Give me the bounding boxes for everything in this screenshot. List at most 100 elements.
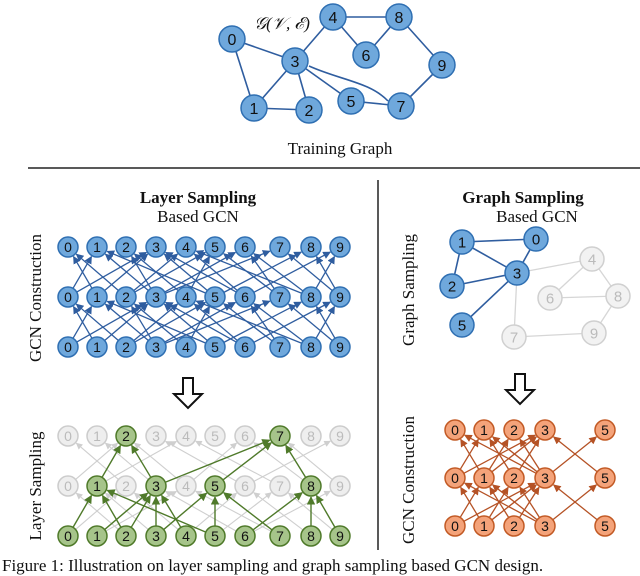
- svg-text:6: 6: [241, 339, 249, 355]
- gcn-node-2: 2: [503, 419, 525, 441]
- sampled-edge: [315, 494, 336, 528]
- gcn-node-1: 1: [473, 467, 495, 489]
- svg-text:6: 6: [362, 48, 371, 65]
- gcn-edge: [492, 484, 538, 521]
- svg-text:4: 4: [182, 478, 190, 494]
- graph-node-1: 1: [240, 94, 268, 122]
- svg-text:5: 5: [458, 317, 466, 334]
- svg-text:0: 0: [64, 478, 72, 494]
- svg-text:5: 5: [211, 289, 219, 305]
- svg-text:6: 6: [241, 428, 249, 444]
- sampled-node-2: 2: [115, 475, 137, 497]
- gcn-node-6: 6: [234, 336, 256, 358]
- faded-edge: [165, 440, 237, 482]
- sampled-edge: [222, 442, 272, 481]
- svg-text:2: 2: [122, 239, 130, 255]
- svg-text:5: 5: [347, 94, 356, 111]
- sampled-node-9: 9: [329, 425, 351, 447]
- svg-text:9: 9: [336, 478, 344, 494]
- svg-text:5: 5: [601, 518, 609, 534]
- gcn-edge: [76, 251, 148, 293]
- svg-text:3: 3: [513, 265, 521, 282]
- svg-text:0: 0: [64, 239, 72, 255]
- svg-text:2: 2: [122, 528, 130, 544]
- sampled-node-5: 5: [204, 475, 226, 497]
- faded-edge: [253, 442, 304, 481]
- gcn-edge: [106, 250, 207, 294]
- gcn-edge: [287, 303, 333, 342]
- gcn-node-3: 3: [145, 286, 167, 308]
- gcn-edge: [253, 303, 304, 342]
- gcn-node-1: 1: [86, 286, 108, 308]
- gcn-edge: [489, 438, 510, 470]
- gcn-edge: [489, 486, 510, 518]
- graph-node-9: 9: [428, 51, 456, 79]
- gcn-node-0: 0: [57, 336, 79, 358]
- sampled-node-0: 0: [57, 475, 79, 497]
- gcn-edge: [163, 303, 208, 342]
- sampled-edge: [130, 494, 151, 528]
- sampled-edge: [104, 492, 149, 531]
- svg-text:4: 4: [182, 528, 190, 544]
- faded-edge: [104, 442, 149, 480]
- layer-sampling-title: Layer Sampling: [140, 188, 257, 207]
- sampled-node-8: 8: [300, 475, 322, 497]
- sampled-edge: [285, 444, 307, 478]
- svg-text:4: 4: [329, 10, 338, 27]
- faded-edge: [75, 442, 119, 480]
- svg-text:4: 4: [182, 289, 190, 305]
- svg-text:0: 0: [228, 32, 237, 49]
- sampled-edge: [101, 494, 122, 528]
- sampled-node-5: 5: [204, 425, 226, 447]
- sampled-node-4: 4: [175, 475, 197, 497]
- gcn-node-6: 6: [234, 236, 256, 258]
- sampled-edge: [106, 489, 207, 533]
- figure-caption: Figure 1: Illustration on layer sampling…: [2, 556, 544, 575]
- faded-edge: [195, 440, 272, 482]
- svg-text:8: 8: [307, 528, 315, 544]
- faded-node-9: 9: [581, 320, 607, 346]
- gcn-edge: [253, 253, 304, 292]
- svg-text:9: 9: [336, 339, 344, 355]
- gcn-node-2: 2: [503, 515, 525, 537]
- right-gcn-construction-label: GCN Construction: [399, 416, 418, 544]
- graph-node-4: 4: [319, 3, 347, 31]
- svg-text:8: 8: [307, 428, 315, 444]
- subgraph-gcn-edges: [459, 434, 598, 522]
- gcn-node-5: 5: [204, 336, 226, 358]
- gcn-node-0: 0: [444, 467, 466, 489]
- svg-text:3: 3: [541, 470, 549, 486]
- svg-text:5: 5: [211, 428, 219, 444]
- svg-text:4: 4: [182, 428, 190, 444]
- svg-text:2: 2: [305, 103, 314, 120]
- gcn-node-5: 5: [594, 515, 616, 537]
- svg-text:4: 4: [182, 339, 190, 355]
- sampled-edge: [163, 492, 208, 531]
- svg-text:4: 4: [182, 239, 190, 255]
- svg-text:5: 5: [211, 478, 219, 494]
- gcn-node-5: 5: [594, 419, 616, 441]
- gcn-node-0: 0: [444, 419, 466, 441]
- svg-text:9: 9: [336, 528, 344, 544]
- subgraph-node-1: 1: [449, 229, 475, 255]
- gcn-node-2: 2: [115, 236, 137, 258]
- sampled-node-9: 9: [329, 525, 351, 547]
- sampled-node-0: 0: [57, 425, 79, 447]
- gcn-node-3: 3: [145, 236, 167, 258]
- layer-sampled-edges: [72, 439, 336, 533]
- gcn-node-8: 8: [300, 236, 322, 258]
- gcn-edge: [315, 255, 336, 289]
- sampled-node-1: 1: [86, 475, 108, 497]
- svg-text:2: 2: [122, 428, 130, 444]
- gcn-node-3: 3: [534, 515, 556, 537]
- gcn-node-4: 4: [175, 286, 197, 308]
- faded-node-6: 6: [537, 285, 563, 311]
- svg-text:1: 1: [93, 428, 101, 444]
- gcn-edge: [519, 438, 541, 470]
- sampled-edge: [72, 494, 93, 528]
- svg-text:7: 7: [276, 239, 284, 255]
- gcn-edge: [460, 486, 480, 518]
- gcn-edge: [75, 253, 119, 291]
- gcn-edge: [195, 300, 302, 344]
- gcn-edge: [72, 255, 93, 289]
